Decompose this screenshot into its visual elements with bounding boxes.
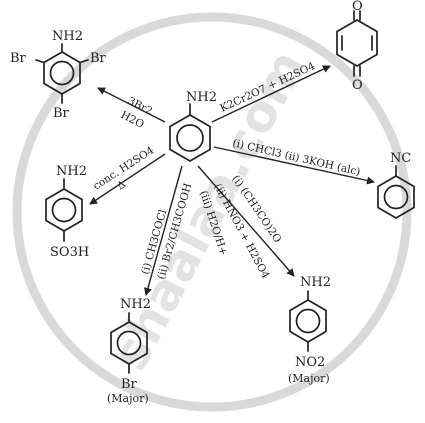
quinone-o-bottom: O [352, 78, 363, 93]
isocyanide-ring [377, 175, 415, 219]
arrow-bromination [97, 87, 166, 123]
p-nitroaniline: NH2 NO2 (Major) [288, 275, 331, 385]
nitroaniline-aromatic [295, 308, 321, 334]
arrow-bromoaniline [144, 165, 183, 296]
reagent-bromination: 3Br2 H2O [119, 95, 155, 131]
bromoaniline-major: (Major) [107, 392, 149, 405]
arrow-nitroaniline [197, 165, 295, 277]
nitroaniline-no2: NO2 [295, 355, 325, 370]
tribromo-br-left: Br [10, 51, 27, 66]
arrow-carbylamine [213, 146, 375, 185]
tribromoaniline: NH2 Br Br Br [10, 29, 107, 121]
arrow-oxidation [211, 65, 331, 123]
isocyanide-nc: NC [390, 151, 411, 166]
tribromo-cbr-right [79, 59, 89, 64]
tribromo-aromatic [49, 60, 75, 86]
reagent-sulfonation: conc. H2SO4 Δ [91, 144, 156, 192]
isocyanide-aromatic [383, 184, 409, 210]
arrow-sulfonation [89, 153, 166, 205]
bromoaniline-br: Br [121, 377, 138, 392]
tribromo-nh2: NH2 [52, 29, 83, 44]
benzoquinone: O O [336, 0, 378, 93]
tribromo-br-right: Br [90, 51, 107, 66]
aniline-center: NH2 [169, 90, 217, 162]
sulfanilic-so3h: SO3H [50, 245, 89, 260]
nitroaniline-ring [289, 299, 327, 343]
p-bromoaniline: NH2 Br (Major) [107, 297, 151, 405]
bromoaniline-nh2: NH2 [120, 297, 151, 312]
aromatic-circle [176, 124, 204, 152]
quinone-o-top: O [352, 0, 363, 14]
sulfanilic-nh2: NH2 [56, 164, 87, 179]
nitroaniline-nh2: NH2 [300, 275, 331, 290]
center-nh2: NH2 [186, 90, 217, 105]
tribromo-br-bottom: Br [53, 106, 70, 121]
tribromo-cbr-left [35, 59, 45, 64]
benzene-ring [169, 114, 211, 162]
sulfanilic-ring [45, 188, 83, 232]
nitroaniline-major: (Major) [288, 372, 330, 385]
sulfanilic-aromatic [51, 197, 77, 223]
bromoaniline-aromatic [116, 330, 142, 356]
sulfanilic-acid: NH2 SO3H [45, 164, 89, 260]
phenyl-isocyanide: NC [377, 151, 415, 219]
quinone-ring [336, 19, 378, 67]
